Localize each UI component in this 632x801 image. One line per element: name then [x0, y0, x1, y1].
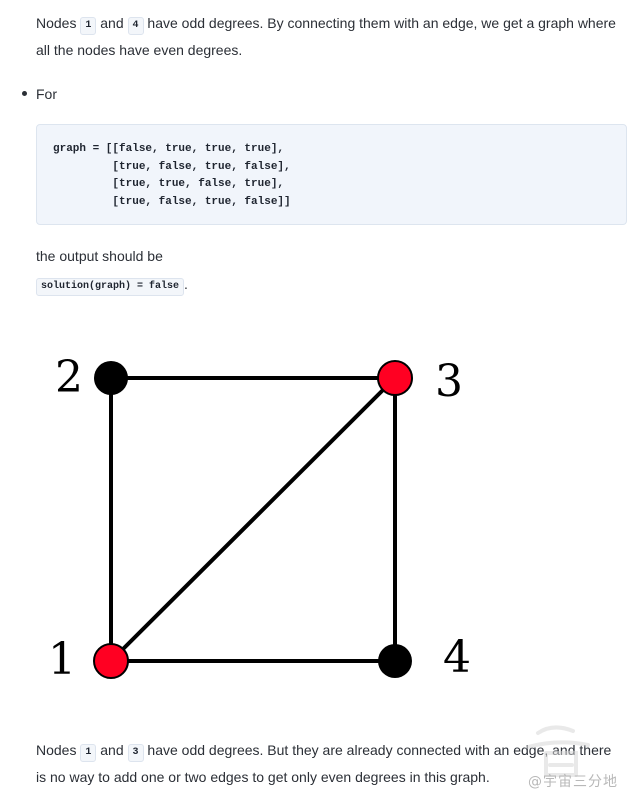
code-block: graph = [[false, true, true, true], [tru… [36, 124, 627, 225]
node-3 [377, 360, 413, 396]
graph-diagram: 2 3 1 4 [48, 352, 471, 685]
inline-code-node-1: 1 [80, 744, 97, 762]
graph-nodes [93, 360, 413, 679]
node-label-3: 3 [435, 356, 463, 407]
bottom-paragraph: Nodes 1 and 3 have odd degrees. But they… [36, 737, 621, 791]
output-code: solution(graph) = false [36, 278, 185, 296]
inline-code-node-4: 4 [127, 17, 144, 35]
top-paragraph-text: have odd degrees. By connecting them wit… [36, 15, 616, 58]
node-4 [378, 644, 412, 678]
graph-node-labels: 2 3 1 4 [48, 352, 471, 685]
code-line: [true, true, false, true], [53, 178, 285, 190]
inline-code-node-1: 1 [80, 17, 97, 35]
bullet-dot [22, 91, 27, 96]
inline-code-node-3: 3 [127, 744, 144, 762]
node-2 [94, 361, 128, 395]
node-label-2: 2 [55, 352, 83, 403]
output-code-row: solution(graph) = false. [36, 274, 188, 296]
node-label-1: 1 [48, 634, 76, 685]
bullet-label: For [36, 86, 57, 102]
output-trailing: . [184, 276, 188, 292]
top-paragraph-text: Nodes [36, 15, 81, 31]
edge-1-3 [109, 376, 397, 663]
watermark-text: @宇宙三分地 [528, 774, 618, 790]
top-paragraph-text: and [96, 15, 128, 31]
bottom-paragraph-text: have odd degrees. But they are already c… [36, 742, 612, 785]
graph-edges [109, 376, 397, 663]
code-line: [true, false, true, false]] [53, 195, 291, 208]
example-bullet: For [20, 84, 57, 104]
code-line: [true, false, true, false], [53, 160, 291, 173]
output-label: the output should be [36, 248, 163, 264]
top-paragraph: Nodes 1 and 4 have odd degrees. By conne… [36, 10, 621, 64]
node-label-4: 4 [443, 632, 471, 683]
bottom-paragraph-text: Nodes [36, 742, 81, 758]
watermark-logo-icon [526, 725, 590, 777]
code-line: graph = [[false, true, true, true], [53, 143, 285, 155]
bottom-paragraph-text: and [96, 742, 128, 758]
node-1 [93, 643, 129, 679]
